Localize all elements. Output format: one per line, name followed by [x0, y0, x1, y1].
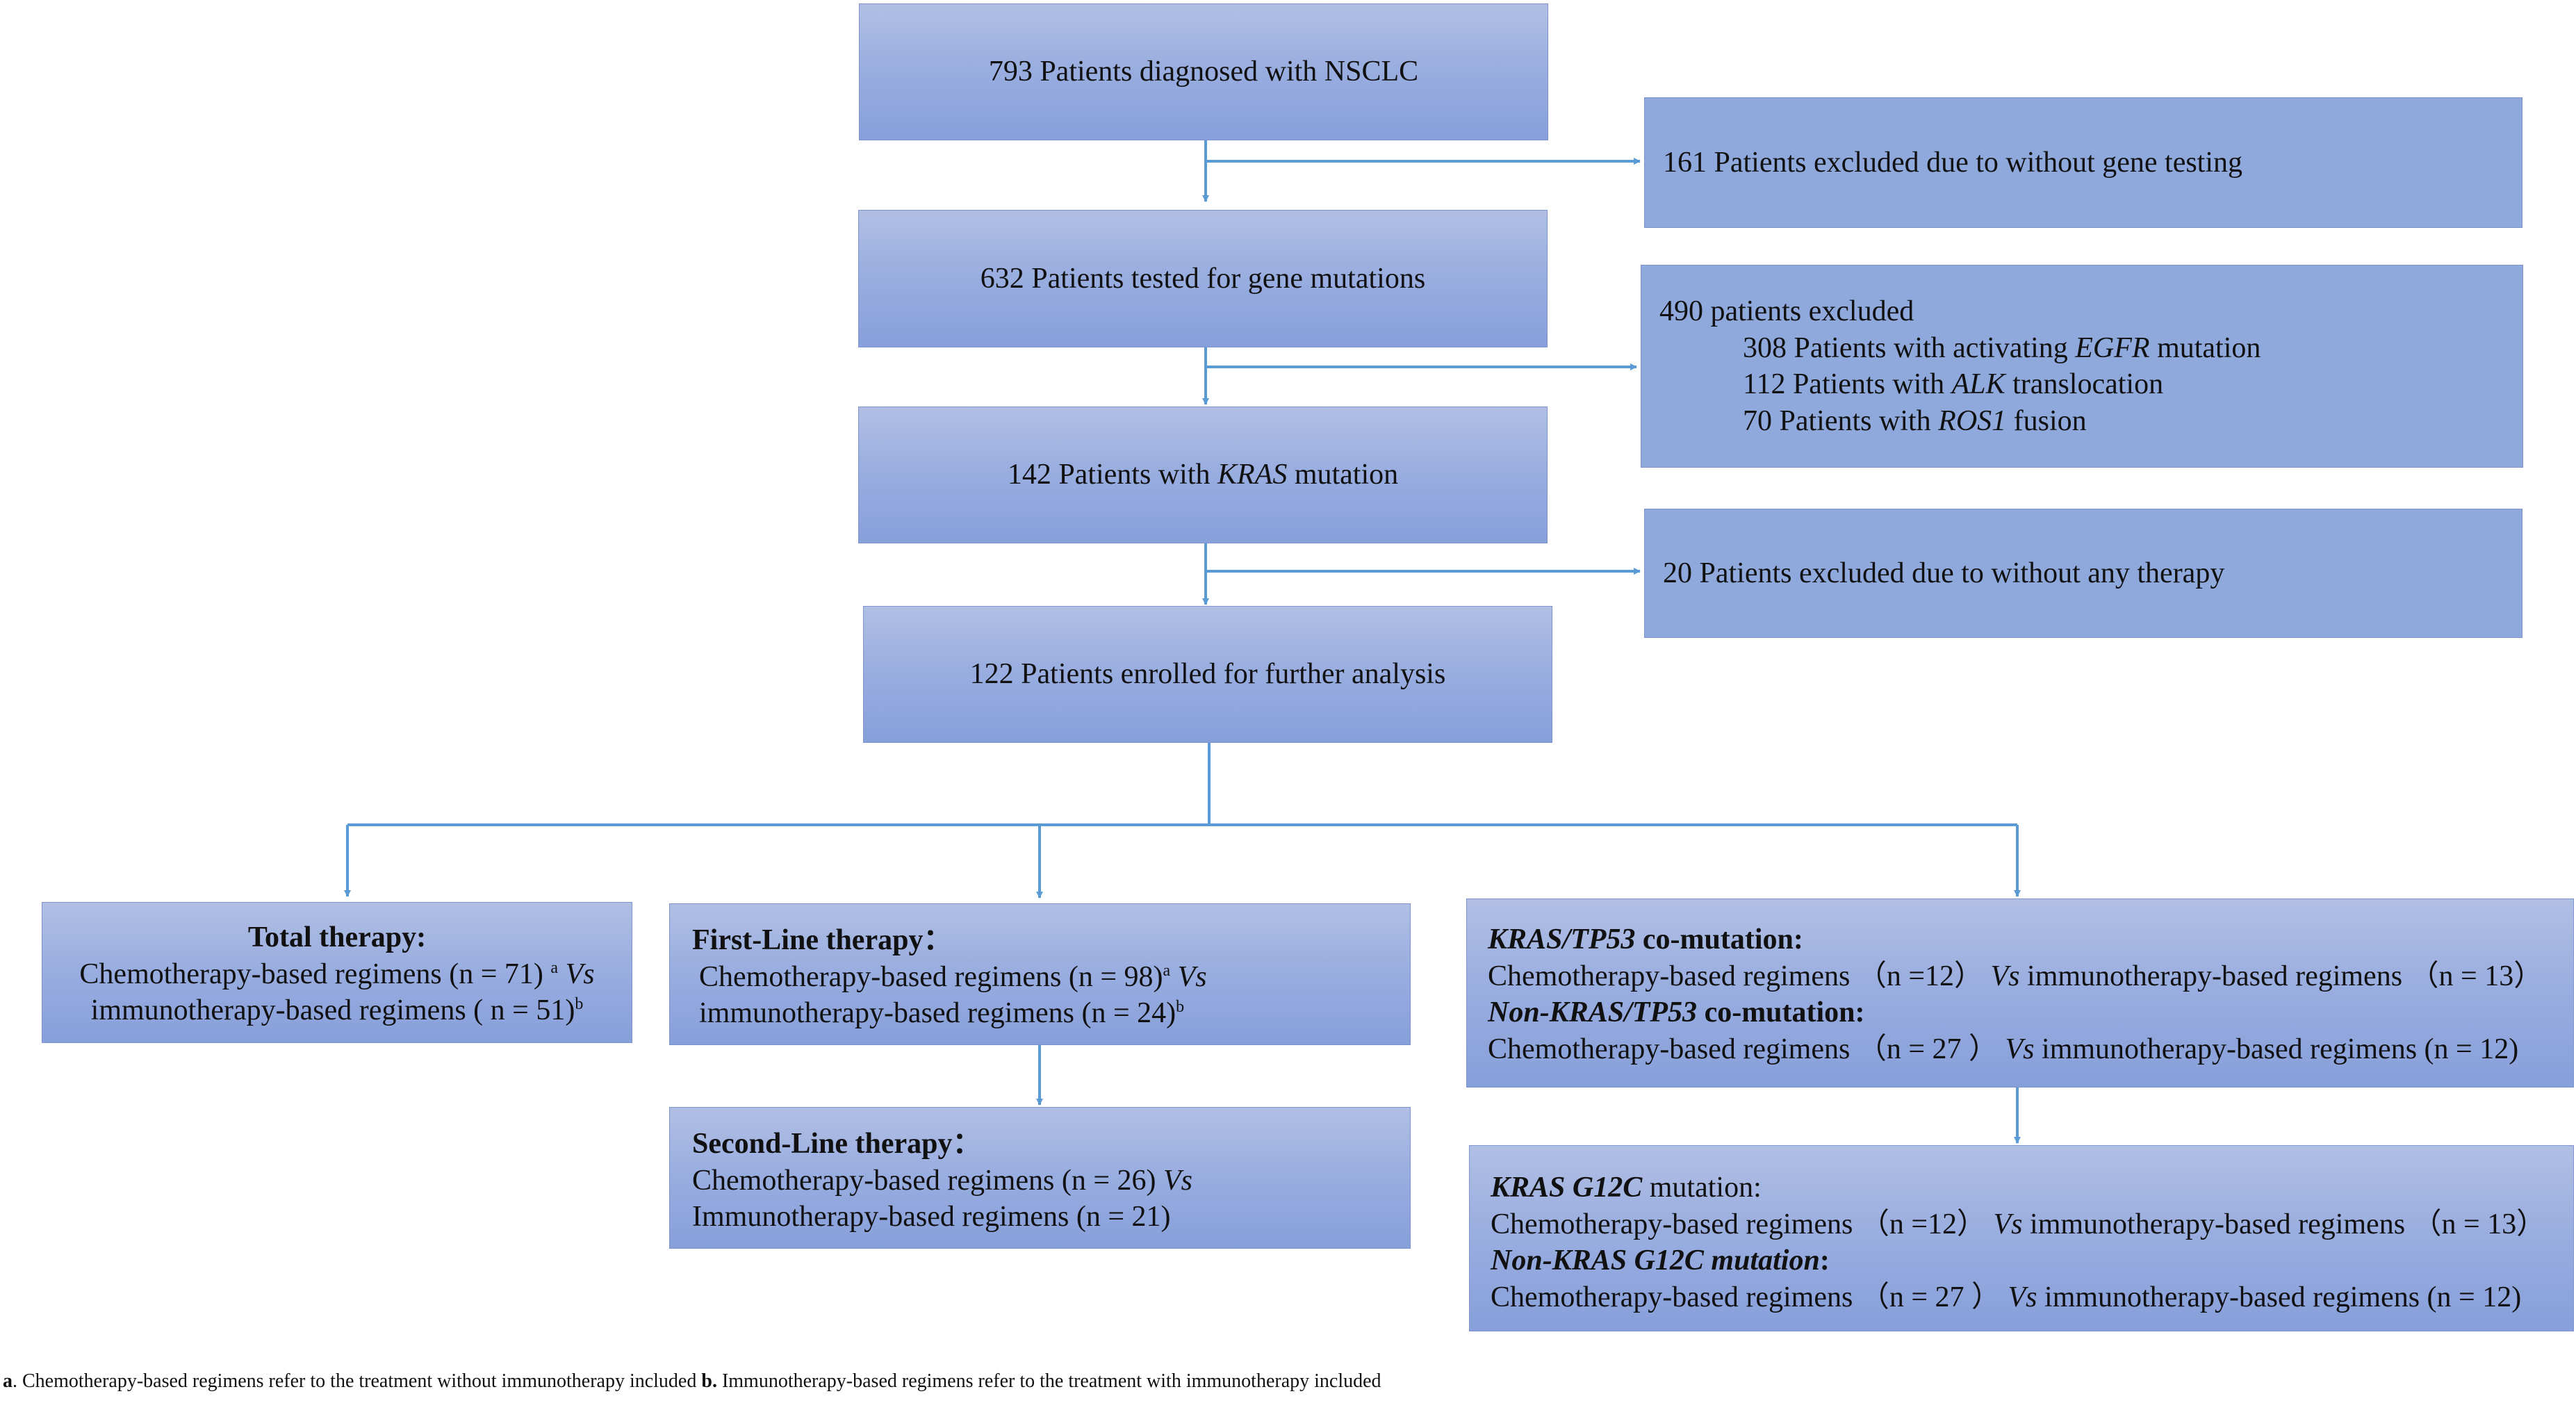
no-therapy-text: 20 Patients excluded due to without any … — [1663, 557, 2225, 589]
box-second-line-therapy: Second-Line therapy： Chemotherapy-based … — [669, 1107, 1411, 1249]
no-gene-testing-text: 161 Patients excluded due to without gen… — [1663, 146, 2243, 179]
tp53-comutation-line: Chemotherapy-based regimens （n =12） Vs i… — [1488, 960, 2543, 992]
box-kras-tp53: KRAS/TP53 co-mutation: Chemotherapy-base… — [1466, 899, 2574, 1088]
second-line-title: Second-Line therapy： — [692, 1128, 982, 1160]
box-total-therapy: Total therapy: Chemotherapy-based regime… — [42, 902, 632, 1043]
kras-mutation-text: 142 Patients with KRAS mutation — [1007, 459, 1399, 491]
box-excluded-no-gene-testing: 161 Patients excluded due to without gen… — [1644, 97, 2522, 228]
non-g12c-mutation-line: Chemotherapy-based regimens （n = 27 ） Vs… — [1491, 1281, 2522, 1313]
second-line-line1: Chemotherapy-based regimens (n = 26) Vs — [692, 1164, 1192, 1197]
first-line-title: First-Line therapy： — [692, 924, 953, 956]
total-therapy-line1: Chemotherapy-based regimens (n = 71) a V… — [79, 958, 595, 990]
non-tp53-comutation-line: Chemotherapy-based regimens （n = 27 ） Vs… — [1488, 1033, 2519, 1065]
box-first-line-therapy: First-Line therapy： Chemotherapy-based r… — [669, 903, 1411, 1045]
driver-exclusion-header: 490 patients excluded — [1659, 295, 1914, 327]
total-therapy-line2: immunotherapy-based regimens ( n = 51)b — [90, 994, 584, 1026]
diagnosed-text: 793 Patients diagnosed with NSCLC — [988, 56, 1419, 88]
enrolled-text: 122 Patients enrolled for further analys… — [969, 658, 1446, 691]
total-therapy-title: Total therapy: — [247, 921, 427, 953]
box-diagnosed: 793 Patients diagnosed with NSCLC — [859, 3, 1548, 140]
box-tested: 632 Patients tested for gene mutations — [858, 210, 1548, 347]
g12c-mutation-line: Chemotherapy-based regimens （n =12） Vs i… — [1491, 1208, 2546, 1240]
tp53-comutation-title: KRAS/TP53 co-mutation: — [1488, 924, 1803, 955]
egfr-exclusion: 308 Patients with activating EGFR mutati… — [1743, 331, 2261, 364]
first-line-line1: Chemotherapy-based regimens (n = 98)a Vs — [699, 960, 1207, 993]
box-excluded-driver-mutations: 490 patients excluded 308 Patients with … — [1641, 265, 2523, 468]
g12c-mutation-title: KRAS G12C mutation: — [1491, 1172, 1762, 1204]
alk-exclusion: 112 Patients with ALK translocation — [1743, 368, 2164, 400]
ros1-exclusion: 70 Patients with ROS1 fusion — [1743, 404, 2087, 437]
box-excluded-no-therapy: 20 Patients excluded due to without any … — [1644, 509, 2522, 638]
non-tp53-comutation-title: Non-KRAS/TP53 co-mutation: — [1488, 996, 1865, 1028]
second-line-line2: Immunotherapy-based regimens (n = 21) — [692, 1201, 1171, 1233]
first-line-line2: immunotherapy-based regimens (n = 24)b — [699, 997, 1185, 1029]
box-enrolled: 122 Patients enrolled for further analys… — [863, 606, 1552, 743]
footnote: a. Chemotherapy-based regimens refer to … — [3, 1370, 1381, 1392]
box-kras-mutation: 142 Patients with KRAS mutation — [858, 407, 1548, 543]
non-g12c-mutation-title: Non-KRAS G12C mutation: — [1491, 1245, 1830, 1277]
box-kras-g12c: KRAS G12C mutation: Chemotherapy-based r… — [1469, 1145, 2574, 1331]
tested-text: 632 Patients tested for gene mutations — [980, 262, 1426, 295]
